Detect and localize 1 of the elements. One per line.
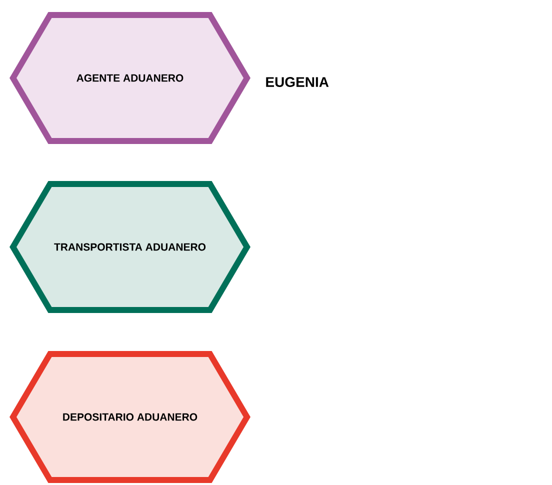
beside-label: EUGENIA xyxy=(266,77,329,87)
